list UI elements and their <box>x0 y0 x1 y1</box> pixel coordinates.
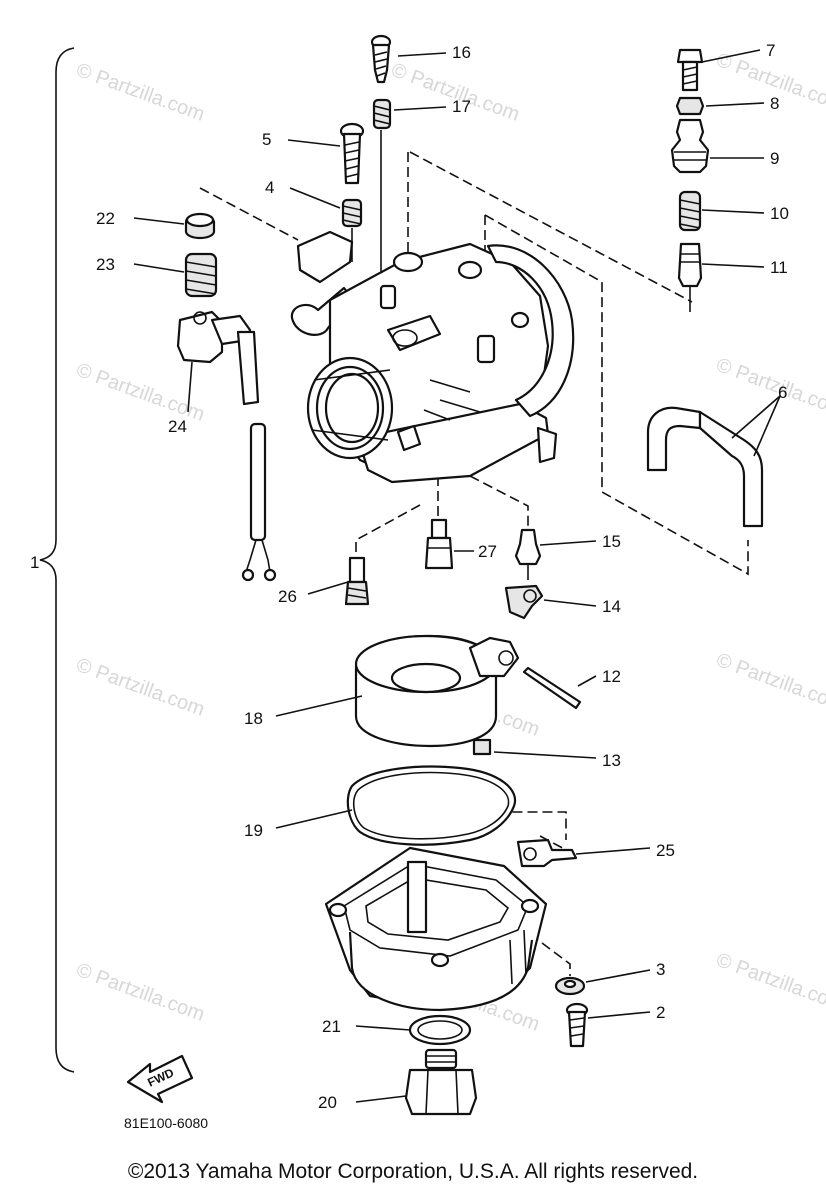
part-25-bracket <box>516 838 578 868</box>
label-7: 7 <box>766 41 775 60</box>
watermark: © Partzilla.com <box>73 359 207 426</box>
label-9: 9 <box>770 149 779 168</box>
assembly-bracket <box>39 47 75 1073</box>
part-19-gasket <box>346 765 517 846</box>
label-21: 21 <box>322 1017 341 1036</box>
label-6: 6 <box>778 383 787 402</box>
part-16-screw <box>370 34 392 84</box>
label-5: 5 <box>262 130 271 149</box>
label-14: 14 <box>602 597 621 616</box>
label-25: 25 <box>656 841 675 860</box>
part-14-clip <box>504 584 544 620</box>
guide-line <box>529 933 571 976</box>
guide-line <box>355 504 421 558</box>
label-17: 17 <box>452 97 471 116</box>
fwd-arrow-icon: FWD <box>126 1054 194 1104</box>
part-23-spring <box>184 252 218 298</box>
watermark: © Partzilla.com <box>73 654 207 721</box>
part-21-gasket <box>408 1014 472 1046</box>
label-11: 11 <box>770 258 788 277</box>
part-11-plunger <box>677 242 703 288</box>
label-4: 4 <box>265 178 274 197</box>
part-26-pilot-jet <box>344 556 370 606</box>
guide-line <box>539 835 571 853</box>
part-24-starter-lever <box>176 310 260 406</box>
label-24: 24 <box>168 417 187 436</box>
guide-line <box>199 187 299 241</box>
diagram-code: 81E100-6080 <box>124 1115 208 1131</box>
part-labels: 16 17 5 4 7 8 9 10 11 22 23 24 6 1 26 27… <box>30 41 789 1131</box>
label-13: 13 <box>602 751 621 770</box>
watermark: © Partzilla.com <box>713 649 826 716</box>
part-4-spring <box>341 198 363 228</box>
carburetor-body <box>290 230 575 484</box>
label-10: 10 <box>770 204 789 223</box>
label-2: 2 <box>656 1003 665 1022</box>
part-2-screw <box>565 1002 589 1048</box>
part-17-spring <box>372 98 392 130</box>
watermark: © Partzilla.com <box>713 354 826 421</box>
part-9-fitting <box>670 118 710 174</box>
guide-line <box>409 151 693 303</box>
label-1: 1 <box>30 553 39 572</box>
part-13-screw <box>472 738 492 756</box>
label-19: 19 <box>244 821 263 840</box>
watermark: © Partzilla.com <box>73 959 207 1026</box>
part-18-float <box>354 634 520 748</box>
label-18: 18 <box>244 709 263 728</box>
starter-cable <box>241 422 277 582</box>
label-3: 3 <box>656 960 665 979</box>
label-26: 26 <box>278 587 297 606</box>
part-22-cap <box>184 212 216 240</box>
label-16: 16 <box>452 43 471 62</box>
float-bowl <box>324 846 548 1012</box>
part-8-nut <box>675 96 705 116</box>
part-3-washer <box>554 976 586 996</box>
part-10-spring <box>678 190 702 232</box>
part-5-screw <box>339 122 365 185</box>
watermark: © Partzilla.com <box>713 949 826 1016</box>
part-12-float-pin <box>522 666 582 710</box>
copyright-notice: ©2013 Yamaha Motor Corporation, U.S.A. A… <box>127 1160 699 1183</box>
guide-line <box>469 475 529 530</box>
label-8: 8 <box>770 94 779 113</box>
label-22: 22 <box>96 209 115 228</box>
label-12: 12 <box>602 667 621 686</box>
label-23: 23 <box>96 255 115 274</box>
part-7-bolt <box>676 48 704 92</box>
watermark: © Partzilla.com <box>73 59 207 126</box>
part-27-main-jet <box>424 518 454 570</box>
part-15-needle-valve <box>514 528 542 580</box>
label-20: 20 <box>318 1093 337 1112</box>
part-6-tube <box>646 406 764 528</box>
leader-lines <box>133 49 781 1103</box>
label-27: 27 <box>478 542 497 561</box>
part-20-drain-plug <box>404 1048 478 1116</box>
label-15: 15 <box>602 532 621 551</box>
